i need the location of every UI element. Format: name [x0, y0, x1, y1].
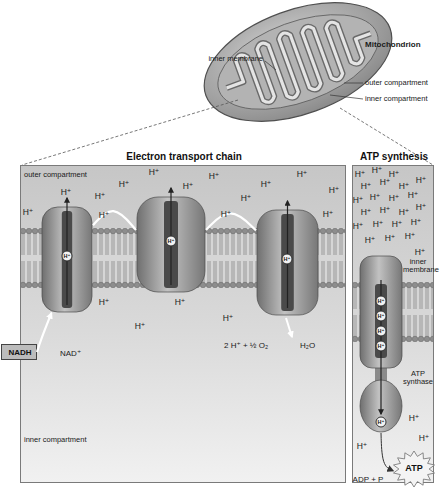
proton-symbol: H⁺ — [376, 311, 387, 322]
proton-label: H⁺ — [411, 218, 422, 227]
organelle-name: Mitochondrion — [365, 41, 421, 49]
part-label: inner compartment — [365, 95, 428, 103]
proton-label: H⁺ — [223, 314, 234, 323]
outer-membrane — [188, 0, 408, 144]
part-label: outer compartment — [365, 79, 428, 87]
proton-symbol: H⁺ — [376, 326, 387, 337]
proton-label: H⁺ — [135, 322, 146, 331]
proton-symbol: H⁺ — [282, 254, 293, 265]
proton-label: H⁺ — [353, 196, 364, 205]
proton-symbol: H⁺ — [376, 341, 387, 352]
proton-label: H⁺ — [241, 194, 252, 203]
protein-complex: H⁺ — [136, 196, 206, 293]
proton-label: H⁺ — [361, 182, 372, 191]
proton-label: H⁺ — [261, 180, 272, 189]
proton-label: H⁺ — [392, 220, 403, 229]
proton-label: H⁺ — [373, 220, 384, 229]
protein-complex: H⁺ — [41, 206, 93, 313]
synthase-rotor — [360, 256, 402, 368]
proton-label: H⁺ — [357, 442, 368, 451]
proton-label: H⁺ — [415, 248, 426, 257]
proton-label: H⁺ — [209, 172, 220, 181]
proton-label: H⁺ — [389, 194, 400, 203]
molecule-label: ADP + P — [353, 476, 384, 484]
molecule-name: NADH — [8, 349, 31, 357]
proton-label: H⁺ — [372, 166, 383, 175]
molecule-box: NADH — [1, 344, 37, 360]
proton-label: H⁺ — [23, 208, 34, 217]
proton-label: H⁺ — [221, 210, 232, 219]
proton-symbol: H⁺ — [62, 251, 73, 262]
proton-label: H⁺ — [95, 192, 106, 201]
proton-channel — [375, 284, 387, 358]
electron-arrow — [286, 318, 292, 337]
part-label: inner membrane — [403, 258, 433, 274]
atp-burst: ATP — [393, 451, 435, 487]
proton-label: H⁺ — [409, 414, 420, 423]
proton-label: H⁺ — [419, 434, 430, 443]
proton-label: H⁺ — [353, 222, 364, 231]
proton-label: H⁺ — [370, 193, 381, 202]
proton-label: H⁺ — [149, 168, 160, 177]
leader-line — [344, 83, 363, 84]
proton-symbol: H⁺ — [376, 296, 387, 307]
electron-path — [381, 433, 393, 471]
leader-line — [330, 95, 363, 99]
molecule-label: NAD⁺ — [60, 350, 81, 358]
proton-label: H⁺ — [380, 206, 391, 215]
proton-label: H⁺ — [329, 186, 340, 195]
starburst — [394, 451, 435, 487]
proton-label: H⁺ — [365, 236, 376, 245]
proton-symbol: H⁺ — [376, 417, 387, 428]
zoom-line — [340, 108, 433, 165]
proton-label: H⁺ — [61, 188, 72, 197]
panel-title: ATP synthesis — [360, 152, 428, 163]
panel-background — [352, 165, 434, 483]
panel-title: Electron transport chain — [126, 152, 242, 163]
part-label: ATP synthase — [402, 370, 434, 386]
electron-path — [37, 313, 51, 352]
proton-label: H⁺ — [399, 208, 410, 217]
part-label: inner membrane — [208, 55, 263, 63]
proton-label: H⁺ — [175, 298, 186, 307]
electron-path — [93, 211, 136, 230]
proton-symbol: H⁺ — [166, 236, 177, 247]
leader-line — [265, 61, 276, 70]
proton-label: H⁺ — [183, 182, 194, 191]
proton-label: H⁺ — [385, 234, 396, 243]
compartment-label: inner compartment — [24, 436, 87, 444]
proton-label: H⁺ — [416, 176, 427, 185]
proton-label: H⁺ — [361, 208, 372, 217]
panel-background — [20, 165, 346, 483]
proton-label: H⁺ — [405, 232, 416, 241]
protein-complex: H⁺ — [256, 209, 319, 316]
proton-label: H⁺ — [416, 203, 427, 212]
proton-label: H⁺ — [297, 170, 308, 179]
proton-label: H⁺ — [355, 170, 366, 179]
atp-synthase: H⁺ H⁺ H⁺ H⁺ H⁺ — [359, 256, 403, 433]
proton-label: H⁺ — [99, 298, 110, 307]
proton-label: H⁺ — [323, 210, 334, 219]
proton-label: H⁺ — [119, 180, 130, 189]
proton-label: H⁺ — [380, 178, 391, 187]
molecule-label: H₂O — [300, 342, 315, 350]
proton-label: H⁺ — [99, 211, 110, 220]
mitochondrion-drawing — [188, 0, 408, 144]
proton-label: H⁺ — [408, 191, 419, 200]
molecule-name: ATP — [405, 464, 422, 473]
compartment-label: outer compartment — [24, 171, 87, 179]
inner-compartment — [205, 0, 390, 128]
proton-label: H⁺ — [399, 182, 410, 191]
reaction-label: 2 H⁺ + ½ O₂ — [224, 342, 268, 350]
